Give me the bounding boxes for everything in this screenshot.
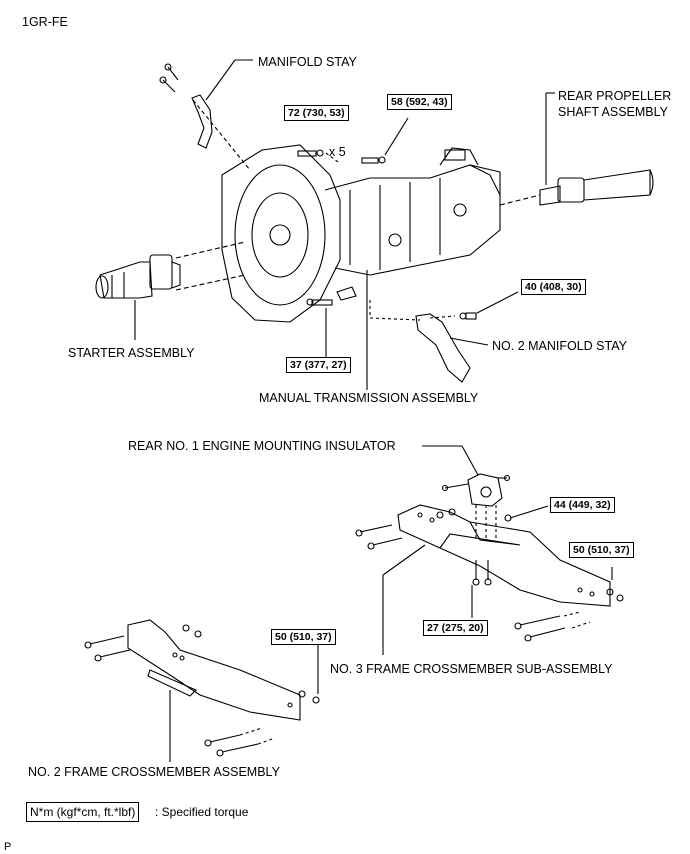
bolt-37 bbox=[306, 298, 333, 306]
label-rear-no1-insulator: REAR NO. 1 ENGINE MOUNTING INSULATOR bbox=[128, 439, 396, 453]
label-manifold-stay: MANIFOLD STAY bbox=[258, 55, 357, 69]
label-manual-transmission: MANUAL TRANSMISSION ASSEMBLY bbox=[259, 391, 479, 405]
label-rear-propeller-line2: SHAFT ASSEMBLY bbox=[558, 105, 668, 119]
no2-manifold-stay-part bbox=[415, 313, 471, 383]
label-starter-assembly: STARTER ASSEMBLY bbox=[68, 346, 195, 360]
label-no2-manifold-stay: NO. 2 MANIFOLD STAY bbox=[492, 339, 627, 353]
bolt-58 bbox=[361, 156, 386, 164]
insulator-part bbox=[467, 473, 503, 507]
no2-crossmember-bolts bbox=[84, 624, 320, 757]
manifold-stay-bolts bbox=[159, 63, 179, 93]
torque-72: 72 (730, 53) bbox=[284, 105, 349, 121]
no3-crossmember-part bbox=[397, 504, 611, 607]
manifold-stay-part bbox=[191, 94, 213, 149]
torque-58: 58 (592, 43) bbox=[387, 94, 452, 110]
label-no2-frame-crossmember: NO. 2 FRAME CROSSMEMBER ASSEMBLY bbox=[28, 765, 280, 779]
torque-50-lower: 50 (510, 37) bbox=[271, 629, 336, 645]
no3-crossmember-bolts bbox=[355, 508, 624, 642]
torque-50-upper: 50 (510, 37) bbox=[569, 542, 634, 558]
no2-crossmember-part bbox=[127, 619, 301, 721]
footer-code: P bbox=[4, 841, 12, 853]
propeller-shaft-part bbox=[539, 169, 654, 206]
legend-description: : Specified torque bbox=[155, 805, 249, 819]
starter-part bbox=[95, 254, 181, 299]
torque-44: 44 (449, 32) bbox=[550, 497, 615, 513]
torque-40: 40 (408, 30) bbox=[521, 279, 586, 295]
bolt-72 bbox=[297, 149, 324, 157]
label-no3-frame-crossmember: NO. 3 FRAME CROSSMEMBER SUB-ASSEMBLY bbox=[330, 662, 613, 676]
legend-unit-box: N*m (kgf*cm, ft.*lbf) bbox=[26, 802, 140, 822]
label-rear-propeller-line1: REAR PROPELLER bbox=[558, 89, 672, 103]
torque-37: 37 (377, 27) bbox=[286, 357, 351, 373]
transmission-part bbox=[221, 144, 501, 323]
torque-27: 27 (275, 20) bbox=[423, 620, 488, 636]
engine-code: 1GR-FE bbox=[22, 15, 68, 29]
label-times-5: x 5 bbox=[329, 145, 346, 159]
